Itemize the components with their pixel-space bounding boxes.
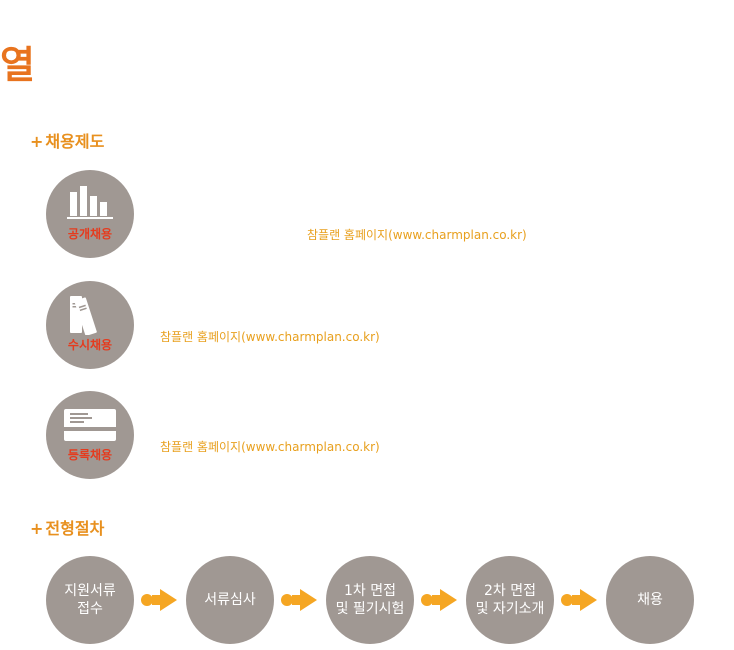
step-label: 2차 면접 <box>484 583 536 599</box>
recruit-type-open: 공개채용 <box>46 170 134 258</box>
plus-icon: + <box>30 519 44 538</box>
recruit-type-registration: 등록채용 <box>46 391 134 479</box>
process-step-first-interview: 1차 면접 및 필기시험 <box>326 556 414 644</box>
page-title: 열 <box>0 43 35 87</box>
section-heading-label: 채용제도 <box>45 132 105 151</box>
step-label: 및 필기시험 <box>335 601 405 617</box>
process-step-hired: 채용 <box>606 556 694 644</box>
bar-chart-icon <box>67 186 113 219</box>
step-label: 1차 면접 <box>344 583 396 599</box>
process-step-application: 지원서류 접수 <box>46 556 134 644</box>
step-label: 채용 <box>637 592 663 608</box>
homepage-link[interactable]: 참플랜 홈페이지(www.charmplan.co.kr) <box>160 330 380 344</box>
homepage-link[interactable]: 참플랜 홈페이지(www.charmplan.co.kr) <box>307 228 527 242</box>
arrow-right-icon <box>561 589 597 611</box>
step-label: 서류심사 <box>204 592 256 608</box>
recruit-type-label: 수시채용 <box>67 338 113 352</box>
step-label: 및 자기소개 <box>475 601 545 617</box>
homepage-link[interactable]: 참플랜 홈페이지(www.charmplan.co.kr) <box>160 440 380 454</box>
plus-icon: + <box>30 132 44 151</box>
books-icon <box>70 296 97 335</box>
step-label: 접수 <box>77 601 103 617</box>
process-step-document-review: 서류심사 <box>186 556 274 644</box>
recruit-type-label: 등록채용 <box>67 448 113 462</box>
recruit-type-rolling: 수시채용 <box>46 281 134 369</box>
arrow-right-icon <box>281 589 317 611</box>
arrow-right-icon <box>141 589 177 611</box>
section-heading-recruit-system: +채용제도 <box>30 134 104 150</box>
card-icon <box>64 409 116 441</box>
arrow-right-icon <box>421 589 457 611</box>
section-heading-process: +전형절차 <box>30 521 104 537</box>
recruit-type-label: 공개채용 <box>67 227 113 241</box>
step-label: 지원서류 <box>64 583 116 599</box>
section-heading-label: 전형절차 <box>45 519 105 538</box>
process-step-second-interview: 2차 면접 및 자기소개 <box>466 556 554 644</box>
